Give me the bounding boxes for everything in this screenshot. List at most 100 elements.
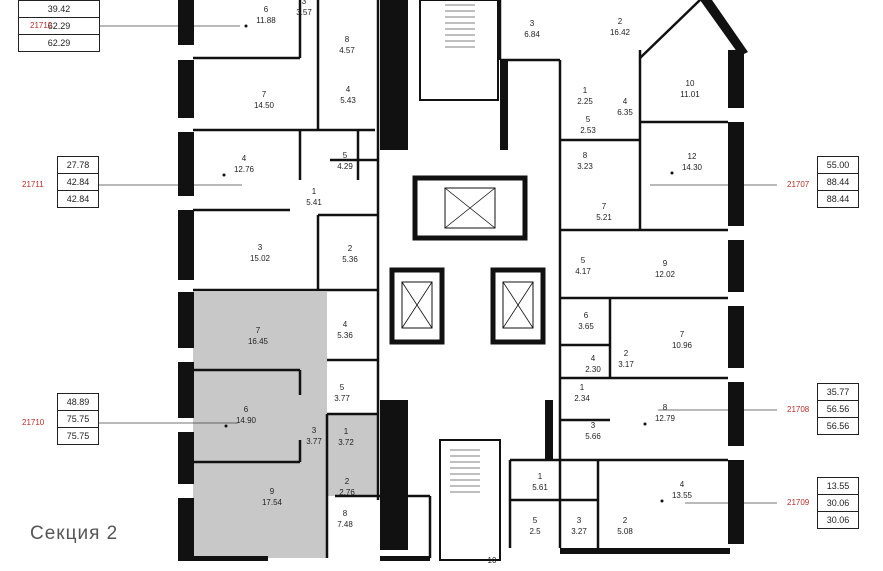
room-area: 7.48 <box>337 520 353 529</box>
total-area-with-balcony: 42.84 <box>58 190 98 207</box>
room-number: 12 <box>688 152 697 161</box>
room-number: 3 <box>591 421 596 430</box>
total-area: 88.44 <box>818 173 858 190</box>
room-number: 8 <box>663 403 668 412</box>
apartment-code-21707: 21707 <box>787 180 810 189</box>
room-number: 5 <box>586 115 591 124</box>
room-area: 13.55 <box>672 491 693 500</box>
living-area: 13.55 <box>826 481 850 491</box>
room-number: 1 <box>583 86 588 95</box>
room-area: 2.30 <box>585 365 601 374</box>
section-label: Секция 2 <box>30 523 119 544</box>
room-area: 14.30 <box>682 163 703 172</box>
total-area-with-balcony: 62.29 <box>19 34 99 51</box>
leader-lines <box>98 25 777 504</box>
building-core <box>380 0 553 561</box>
room-area: 5.41 <box>306 198 322 207</box>
apartment-info-21711: 27.78 42.84 42.84 <box>57 156 99 208</box>
room-number: 8 <box>345 35 350 44</box>
room-area: 17.54 <box>262 498 283 507</box>
room-number: 1 <box>580 383 585 392</box>
room-area: 14.50 <box>254 101 275 110</box>
room-area: 5.08 <box>617 527 633 536</box>
outer-walls <box>178 0 748 561</box>
apartment-code-21708: 21708 <box>787 405 810 414</box>
room-labels: 611.8833.5784.5745.43714.50412.7654.2915… <box>222 0 703 565</box>
room-number: 7 <box>602 202 607 211</box>
room-area: 5.61 <box>532 483 548 492</box>
room-number: 6 <box>264 5 269 14</box>
room-number: 10 <box>686 79 695 88</box>
living-area: 48.89 <box>66 397 90 407</box>
room-number: 7 <box>680 330 685 339</box>
total-area-with-balcony: 30.06 <box>818 511 858 528</box>
room-number: 10 <box>488 556 497 565</box>
room-number: 6 <box>244 405 249 414</box>
total-area: 75.75 <box>58 410 98 427</box>
room-number: 9 <box>663 259 668 268</box>
room-number: 4 <box>591 354 596 363</box>
room-marker <box>222 173 226 177</box>
room-area: 12.02 <box>655 270 676 279</box>
room-area: 2.53 <box>580 126 596 135</box>
room-area: 5.43 <box>340 96 356 105</box>
room-area: 5.36 <box>337 331 353 340</box>
total-area-with-balcony: 88.44 <box>818 190 858 207</box>
room-area: 2.76 <box>339 488 355 497</box>
room-number: 2 <box>624 349 629 358</box>
room-number: 4 <box>680 480 685 489</box>
room-area: 12.76 <box>234 165 255 174</box>
apartment-code-21710: 21710 <box>22 418 45 427</box>
room-area: 3.72 <box>338 438 354 447</box>
room-number: 3 <box>258 243 263 252</box>
living-area: 55.00 <box>826 160 850 170</box>
room-number: 1 <box>538 472 543 481</box>
room-number: 3 <box>302 0 307 6</box>
room-number: 5 <box>533 516 538 525</box>
room-number: 7 <box>262 90 267 99</box>
room-number: 7 <box>256 326 261 335</box>
room-number: 3 <box>577 516 582 525</box>
total-area: 62.29 <box>19 17 99 34</box>
room-area: 2.25 <box>577 97 593 106</box>
room-number: 3 <box>312 426 317 435</box>
room-area: 14.90 <box>236 416 257 425</box>
interior-walls <box>193 0 728 558</box>
room-marker <box>643 422 647 426</box>
total-area: 56.56 <box>818 400 858 417</box>
room-number: 8 <box>343 509 348 518</box>
living-area: 27.78 <box>66 160 90 170</box>
apartment-code-21712: 21712 <box>30 21 53 30</box>
room-area: 3.77 <box>334 394 350 403</box>
total-area-with-balcony: 75.75 <box>58 427 98 444</box>
apartment-code-21711: 21711 <box>22 180 44 189</box>
room-number: 2 <box>623 516 628 525</box>
room-number: 6 <box>584 311 589 320</box>
room-marker <box>660 499 664 503</box>
room-marker <box>224 424 228 428</box>
apartment-info-21707: 55.00 88.44 88.44 <box>817 156 859 208</box>
room-number: 2 <box>345 477 350 486</box>
room-number: 3 <box>530 19 535 28</box>
apartment-info-21710: 48.89 75.75 75.75 <box>57 393 99 445</box>
room-area: 3.17 <box>618 360 634 369</box>
room-number: 5 <box>343 151 348 160</box>
living-area: 39.42 <box>47 4 71 14</box>
room-area: 3.57 <box>296 8 312 17</box>
living-area: 35.77 <box>826 387 850 397</box>
apartment-info-21709: 13.55 30.06 30.06 <box>817 477 859 529</box>
room-area: 3.65 <box>578 322 594 331</box>
room-area: 5.36 <box>342 255 358 264</box>
room-marker <box>244 24 248 28</box>
room-number: 4 <box>343 320 348 329</box>
apartment-info-21708: 35.77 56.56 56.56 <box>817 383 859 435</box>
room-area: 6.35 <box>617 108 633 117</box>
room-number: 8 <box>583 151 588 160</box>
room-area: 6.84 <box>524 30 540 39</box>
room-area: 16.42 <box>610 28 631 37</box>
room-area: 16.45 <box>248 337 269 346</box>
room-area: 5.66 <box>585 432 601 441</box>
room-marker <box>670 171 674 175</box>
room-area: 4.29 <box>337 162 353 171</box>
